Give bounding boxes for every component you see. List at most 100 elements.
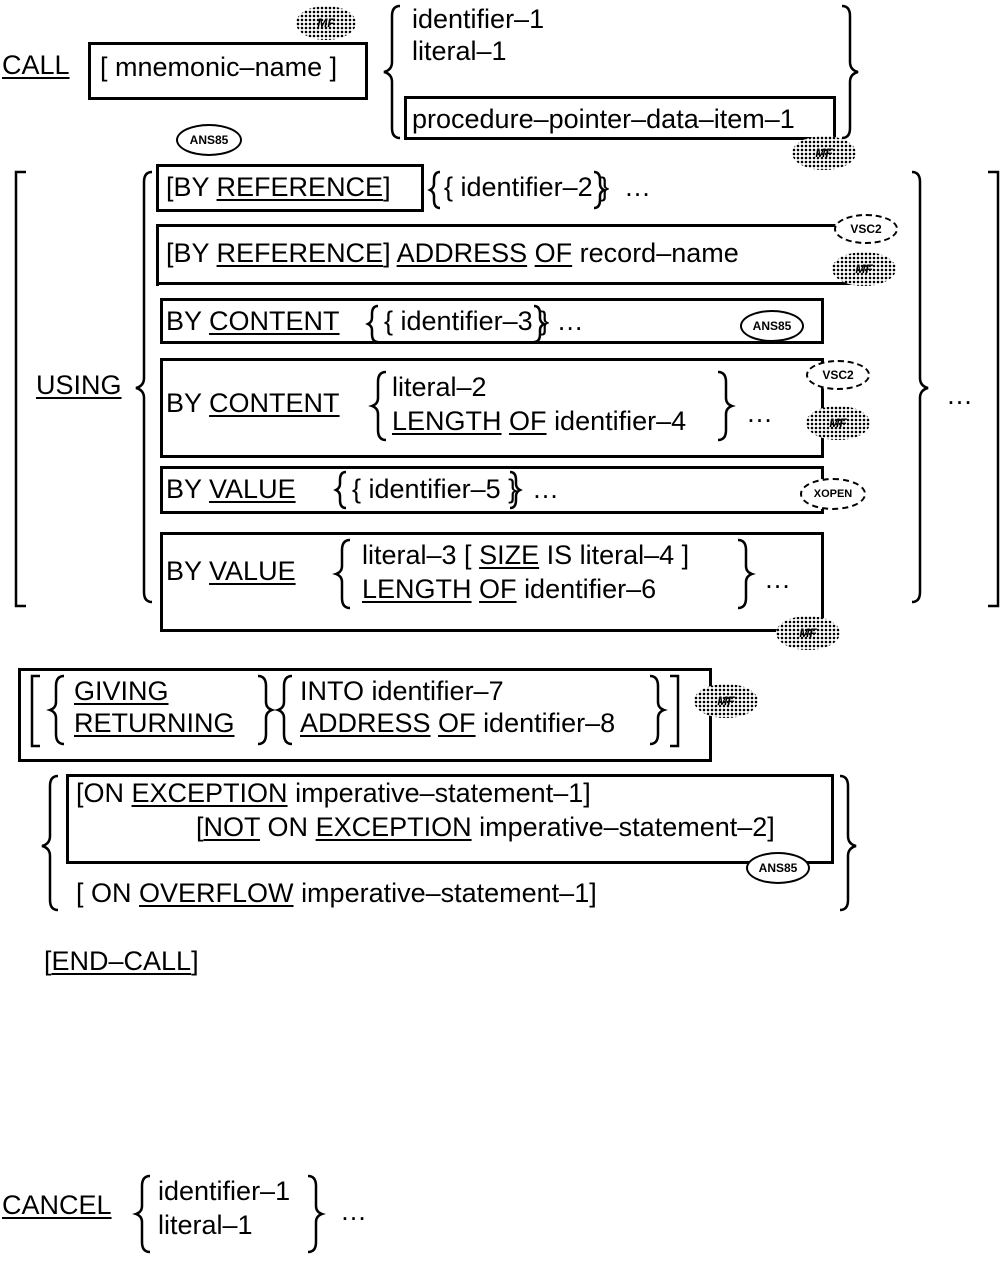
bracket-right xyxy=(988,170,1000,608)
by-content-box xyxy=(160,298,824,344)
address-of-identifier-8: ADDRESS OF identifier–8 xyxy=(300,708,615,738)
by-word: [BY xyxy=(166,238,210,268)
by-content-2: BY CONTENT xyxy=(166,388,340,418)
mf-badge: MF xyxy=(694,684,758,718)
length-word: LENGTH xyxy=(392,406,502,436)
brace-left xyxy=(135,170,153,604)
bracket-left xyxy=(14,170,26,608)
of-word: OF xyxy=(438,708,476,738)
by-word: BY xyxy=(166,474,202,504)
identifier-8: identifier–8 xyxy=(483,708,616,738)
identifier-6: identifier–6 xyxy=(524,574,657,604)
on-word: ON xyxy=(267,812,309,842)
size-word: SIZE xyxy=(479,540,540,570)
xopen-badge: XOPEN xyxy=(800,478,866,510)
by-reference-1: [BY REFERENCE] xyxy=(166,172,391,202)
value-word: VALUE xyxy=(209,556,296,586)
using-keyword: USING xyxy=(36,370,122,400)
ellipsis: … xyxy=(624,172,651,202)
identifier-1: identifier–1 xyxy=(412,4,545,34)
by-word: BY xyxy=(166,556,202,586)
bracket-open: [ xyxy=(196,812,204,842)
procedure-pointer-box xyxy=(404,96,836,140)
bracket-close: ] xyxy=(191,946,199,976)
on-overflow: [ ON OVERFLOW imperative–statement–1] xyxy=(76,878,597,908)
by-reference-address: [BY REFERENCE] ADDRESS OF record–name xyxy=(166,238,739,268)
identifier-2: { identifier–2 } xyxy=(444,172,610,202)
ellipsis: … xyxy=(746,398,773,428)
identifier-5: { identifier–5 } xyxy=(352,474,518,504)
length-word: LENGTH xyxy=(362,574,472,604)
cancel-keyword: CANCEL xyxy=(2,1190,112,1220)
bracket-open: [ xyxy=(44,946,52,976)
mnemonic-box xyxy=(88,42,368,100)
identifier-4: identifier–4 xyxy=(554,406,687,436)
literal-3-size: literal–3 [ SIZE IS literal–4 ] xyxy=(362,540,689,570)
length-of-identifier-6: LENGTH OF identifier–6 xyxy=(362,574,656,604)
literal-2: literal–2 xyxy=(392,372,487,402)
reference-word: REFERENCE xyxy=(216,172,384,202)
value-word: VALUE xyxy=(209,474,296,504)
literal-1: literal–1 xyxy=(412,36,507,66)
by-word: BY xyxy=(166,388,202,418)
imperative-statement-2: imperative–statement–2] xyxy=(479,812,775,842)
brace-right xyxy=(911,170,929,604)
on-word: [ ON xyxy=(76,878,132,908)
length-of-identifier-4: LENGTH OF identifier–4 xyxy=(392,406,686,436)
identifier-3: { identifier–3 } … xyxy=(384,306,584,336)
identifier-1: identifier–1 xyxy=(158,1176,291,1206)
end-call-keyword: END–CALL xyxy=(51,946,192,976)
giving-keyword: GIVING xyxy=(74,676,169,706)
by-value-2: BY VALUE xyxy=(166,556,296,586)
overflow-word: OVERFLOW xyxy=(139,878,294,908)
is-literal-4: IS literal–4 ] xyxy=(546,540,690,570)
not-on-exception: [NOT ON EXCEPTION imperative–statement–2… xyxy=(196,812,775,842)
bracket-right xyxy=(670,674,680,748)
brace-left xyxy=(41,774,59,912)
imperative-statement-1: imperative–statement–1] xyxy=(295,778,591,808)
by-value-length-box xyxy=(160,532,824,632)
exception-word: EXCEPTION xyxy=(315,812,472,842)
address-of-box-bottom xyxy=(156,282,856,286)
ellipsis: … xyxy=(340,1196,367,1226)
brace-left xyxy=(383,4,401,140)
literal-1: literal–1 xyxy=(158,1210,253,1240)
brace-left xyxy=(132,1174,151,1254)
brace-right xyxy=(841,4,859,140)
mnemonic-name: [ mnemonic–name ] xyxy=(100,52,338,82)
bracket-close: ] xyxy=(383,172,391,202)
mf-badge: MF xyxy=(792,136,856,170)
returning-keyword: RETURNING xyxy=(74,708,235,738)
content-word: CONTENT xyxy=(209,306,340,336)
into-identifier-7: INTO identifier–7 xyxy=(300,676,504,706)
ans85-badge: ANS85 xyxy=(176,124,242,156)
mf-badge: MF xyxy=(776,616,840,650)
brace-right xyxy=(307,1174,326,1254)
address-word: ADDRESS xyxy=(300,708,431,738)
vsc2-badge: VSC2 xyxy=(834,214,898,244)
bracket-left xyxy=(30,674,40,748)
by-reference-box xyxy=(156,164,424,212)
by-value-1: BY VALUE xyxy=(166,474,296,504)
call-keyword: CALL xyxy=(2,50,70,80)
by-content-1: BY CONTENT xyxy=(166,306,340,336)
exception-word: EXCEPTION xyxy=(131,778,288,808)
by-word: [BY xyxy=(166,172,210,202)
of-word: OF xyxy=(479,574,517,604)
bracket-close: ] xyxy=(383,238,391,268)
of-word: OF xyxy=(534,238,573,268)
brace-right xyxy=(839,774,857,912)
address-of-box xyxy=(156,224,856,286)
mf-badge: MF xyxy=(832,252,896,286)
ellipsis: … xyxy=(532,474,559,504)
record-name: record–name xyxy=(579,238,739,268)
on-word: [ON xyxy=(76,778,125,808)
using-ellipsis: … xyxy=(946,380,973,410)
ellipsis: … xyxy=(764,564,791,594)
exception-box xyxy=(66,774,834,864)
procedure-pointer-data-item: procedure–pointer–data–item–1 xyxy=(412,104,795,134)
ans85-badge: ANS85 xyxy=(746,852,810,884)
address-word: ADDRESS xyxy=(396,238,528,268)
vsc2-badge: VSC2 xyxy=(806,360,870,390)
